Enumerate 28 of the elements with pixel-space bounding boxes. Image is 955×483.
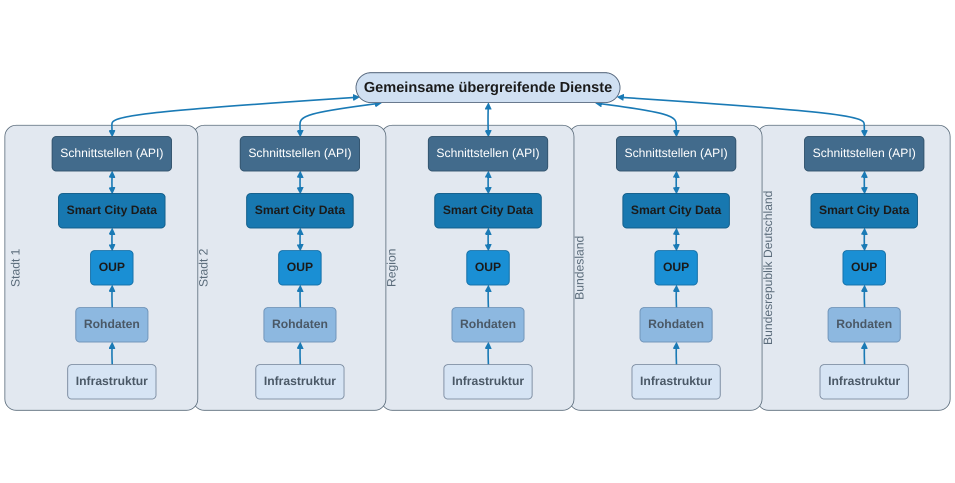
arrow [617, 94, 868, 137]
arrow [484, 228, 492, 251]
arrow [484, 102, 492, 137]
arrow [860, 342, 868, 366]
cluster [4, 124, 198, 411]
arrow [860, 285, 868, 308]
arrow [108, 342, 116, 366]
arrow [108, 171, 116, 194]
arrow [108, 94, 360, 137]
arrow [672, 228, 680, 251]
cluster [192, 124, 386, 411]
cluster [380, 124, 574, 411]
arrow [672, 171, 680, 194]
arrow [672, 285, 680, 308]
cluster [568, 124, 762, 411]
arrow [296, 228, 304, 251]
arrow [296, 171, 304, 194]
arrow [484, 171, 492, 194]
arrow [296, 342, 304, 366]
arrow [484, 285, 492, 308]
arrow [108, 228, 116, 251]
arrow [296, 285, 304, 308]
arrow [484, 342, 492, 366]
arrow [108, 285, 116, 308]
arrow [595, 100, 680, 137]
arrow [860, 171, 868, 194]
arrow [860, 228, 868, 251]
arrow [672, 342, 680, 366]
